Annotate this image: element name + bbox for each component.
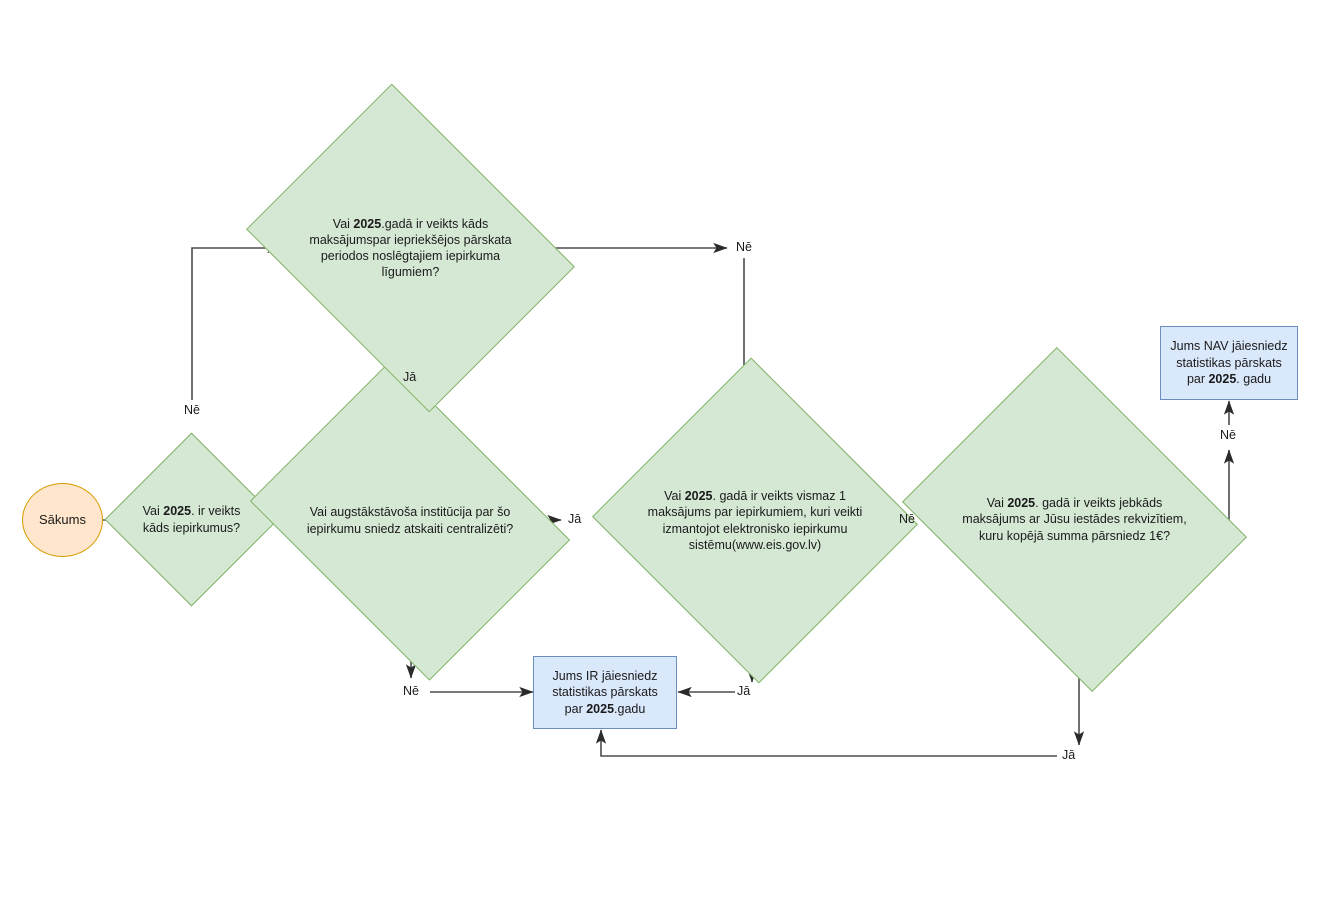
d3-l1-pre: Vai bbox=[332, 216, 354, 231]
d3-l4: līgumiem? bbox=[381, 265, 440, 280]
node-result-not-required-label: Jums NAV jāiesniedz statistikas pārskats… bbox=[1164, 338, 1293, 388]
d1-l1-pre: Vai bbox=[142, 504, 164, 519]
d4-l1-year: 2025 bbox=[684, 489, 713, 503]
node-decision-centralized-report-label: Vai augstākstāvoša institūcija par šo ie… bbox=[283, 504, 537, 537]
edge-label-d3-no: Nē bbox=[736, 240, 752, 254]
ry-l3-post: .gadu bbox=[614, 701, 646, 716]
d5-l1-year: 2025 bbox=[1007, 496, 1036, 511]
d1-l2: kāds iepirkumus? bbox=[142, 520, 241, 535]
rn-l2: statistikas pārskats bbox=[1176, 355, 1282, 370]
edge-label-d5-no: Nē bbox=[1220, 428, 1236, 442]
d1-l1-post: . ir veikts bbox=[191, 504, 241, 519]
edge-label-d4-no: Nē bbox=[899, 512, 915, 526]
d5-l1-pre: Vai bbox=[986, 496, 1008, 511]
node-result-must-submit[interactable]: Jums IR jāiesniedz statistikas pārskats … bbox=[533, 656, 677, 729]
node-decision-any-procurement-label: Vai 2025. ir veikts kāds iepirkumus? bbox=[130, 503, 253, 536]
node-start[interactable]: Sākums bbox=[22, 483, 103, 557]
ry-l3-pre: par bbox=[564, 701, 587, 716]
d4-l4: sistēmu(www.eis.gov.lv) bbox=[688, 537, 822, 552]
rn-l3-year: 2025 bbox=[1208, 372, 1237, 387]
edge-label-d3-yes: Jā bbox=[403, 370, 417, 384]
node-decision-eis-payment[interactable]: Vai 2025. gadā ir veikts vismaz 1 maksāj… bbox=[592, 357, 918, 684]
node-decision-any-payment-over-one-euro[interactable]: Vai 2025. gadā ir veikts jebkāds maksāju… bbox=[901, 346, 1248, 693]
d5-l3: kuru kopējā summa pārsniedz 1€? bbox=[978, 528, 1171, 543]
ry-l2: statistikas pārskats bbox=[552, 685, 658, 700]
edge-d1-no-to-d3 bbox=[191, 242, 282, 400]
ry-l1: Jums IR jāiesniedz bbox=[552, 668, 658, 683]
node-decision-centralized-report[interactable]: Vai augstākstāvoša institūcija par šo ie… bbox=[249, 360, 571, 681]
rn-l1: Jums NAV jāiesniedz bbox=[1170, 339, 1288, 354]
node-decision-eis-payment-label: Vai 2025. gadā ir veikts vismaz 1 maksāj… bbox=[637, 488, 873, 553]
edge-d5-yes-to-result-yes bbox=[595, 729, 1057, 757]
node-result-not-required[interactable]: Jums NAV jāiesniedz statistikas pārskats… bbox=[1160, 326, 1298, 400]
d2-l2: iepirkumu sniedz atskaiti centralizēti? bbox=[306, 521, 514, 536]
rn-l3-pre: par bbox=[1186, 372, 1209, 387]
d4-l2: maksājums par iepirkumiem, kuri veikti bbox=[647, 505, 863, 520]
node-decision-any-procurement[interactable]: Vai 2025. ir veikts kāds iepirkumus? bbox=[104, 432, 279, 607]
d3-l1-post: .gadā ir veikts kāds bbox=[381, 216, 489, 231]
edge-label-d2-no: Nē bbox=[403, 684, 419, 698]
edge-label-d1-no: Nē bbox=[184, 403, 200, 417]
node-decision-previous-period-payment[interactable]: Vai 2025.gadā ir veikts kāds maksājumspa… bbox=[246, 83, 575, 413]
node-decision-any-payment-over-one-euro-label: Vai 2025. gadā ir veikts jebkāds maksāju… bbox=[940, 495, 1209, 544]
d3-l3: periodos noslēgtajiem iepirkuma bbox=[320, 249, 501, 263]
node-decision-previous-period-payment-label: Vai 2025.gadā ir veikts kāds maksājumspa… bbox=[281, 216, 540, 281]
d3-l1-year: 2025 bbox=[353, 216, 382, 231]
edge-label-d4-yes: Jā bbox=[737, 684, 751, 698]
d3-l2: maksājumspar iepriekšējos pārskata bbox=[309, 232, 512, 247]
node-start-label: Sākums bbox=[39, 511, 86, 527]
d4-l1-pre: Vai bbox=[664, 489, 685, 503]
d2-l1: Vai augstākstāvoša institūcija par šo bbox=[309, 505, 511, 520]
ry-l3-year: 2025 bbox=[586, 701, 615, 716]
d4-l1-post: . gadā ir veikts vismaz 1 bbox=[712, 489, 846, 503]
edge-label-d5-yes: Jā bbox=[1062, 748, 1076, 762]
d5-l1-post: . gadā ir veikts jebkāds bbox=[1035, 496, 1163, 511]
d5-l2: maksājums ar Jūsu iestādes rekvizītiem, bbox=[962, 512, 1187, 527]
edge-label-d2-yes: Jā bbox=[568, 512, 582, 526]
node-result-must-submit-label: Jums IR jāiesniedz statistikas pārskats … bbox=[546, 668, 664, 718]
d4-l3: izmantojot elektronisko iepirkumu bbox=[662, 521, 848, 536]
d1-l1-year: 2025 bbox=[163, 504, 192, 519]
rn-l3-post: . gadu bbox=[1236, 372, 1272, 387]
